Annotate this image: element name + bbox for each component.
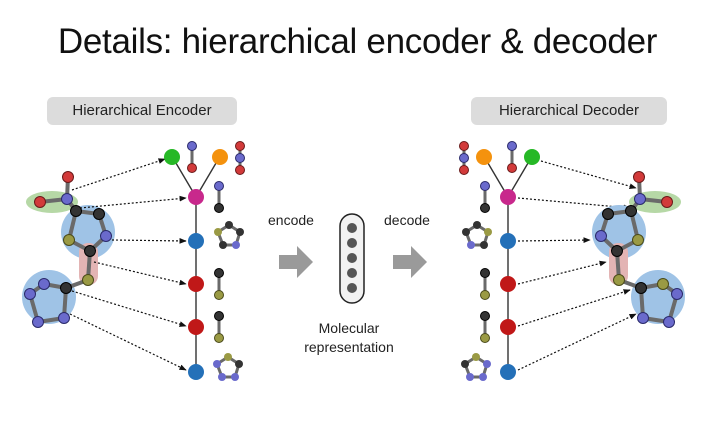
node-magenta bbox=[188, 189, 204, 205]
node-blue bbox=[500, 364, 516, 380]
fragment-cs bbox=[480, 268, 490, 300]
decoder-motif-fragments bbox=[459, 141, 517, 381]
fragment-cn bbox=[480, 181, 490, 213]
latent-vector bbox=[339, 213, 365, 304]
encoder-motif-fragments bbox=[187, 141, 245, 381]
fragment-ring bbox=[213, 353, 243, 381]
node-red bbox=[188, 276, 204, 292]
fragment-cs bbox=[214, 311, 224, 343]
fragment-ring bbox=[461, 353, 491, 381]
encode-label: encode bbox=[268, 212, 314, 228]
node-blue bbox=[500, 233, 516, 249]
fragment-ring bbox=[462, 221, 492, 249]
encoder-label: Hierarchical Encoder bbox=[47, 97, 237, 125]
node-orange bbox=[476, 149, 492, 165]
node-red bbox=[500, 276, 516, 292]
representation-label: Molecular representation bbox=[285, 319, 413, 357]
fragment-no bbox=[507, 141, 517, 173]
fragment-no bbox=[187, 141, 197, 173]
node-magenta bbox=[500, 189, 516, 205]
fragment-no2 bbox=[235, 141, 245, 175]
fragment-cs bbox=[214, 268, 224, 300]
encode-arrow bbox=[279, 246, 313, 278]
fragment-cn bbox=[214, 181, 224, 213]
fragment-no2 bbox=[459, 141, 469, 175]
representation-label-line1: Molecular bbox=[318, 320, 380, 336]
slide-title: Details: hierarchical encoder & decoder bbox=[57, 22, 658, 61]
node-blue bbox=[188, 233, 204, 249]
fragment-cs bbox=[480, 311, 490, 343]
node-red bbox=[188, 319, 204, 335]
decoder-label: Hierarchical Decoder bbox=[471, 97, 667, 125]
decode-arrow bbox=[393, 246, 427, 278]
decoder-tree bbox=[476, 149, 540, 380]
node-orange bbox=[212, 149, 228, 165]
node-green bbox=[524, 149, 540, 165]
node-red bbox=[500, 319, 516, 335]
representation-label-line2: representation bbox=[304, 339, 394, 355]
node-green bbox=[164, 149, 180, 165]
node-blue bbox=[188, 364, 204, 380]
encoder-tree bbox=[164, 149, 228, 380]
decoder-molecule bbox=[592, 171, 685, 328]
encoder-molecule bbox=[22, 171, 115, 328]
fragment-ring bbox=[214, 221, 244, 249]
decode-label: decode bbox=[384, 212, 430, 228]
encoder-mapping-arrows bbox=[69, 158, 187, 371]
